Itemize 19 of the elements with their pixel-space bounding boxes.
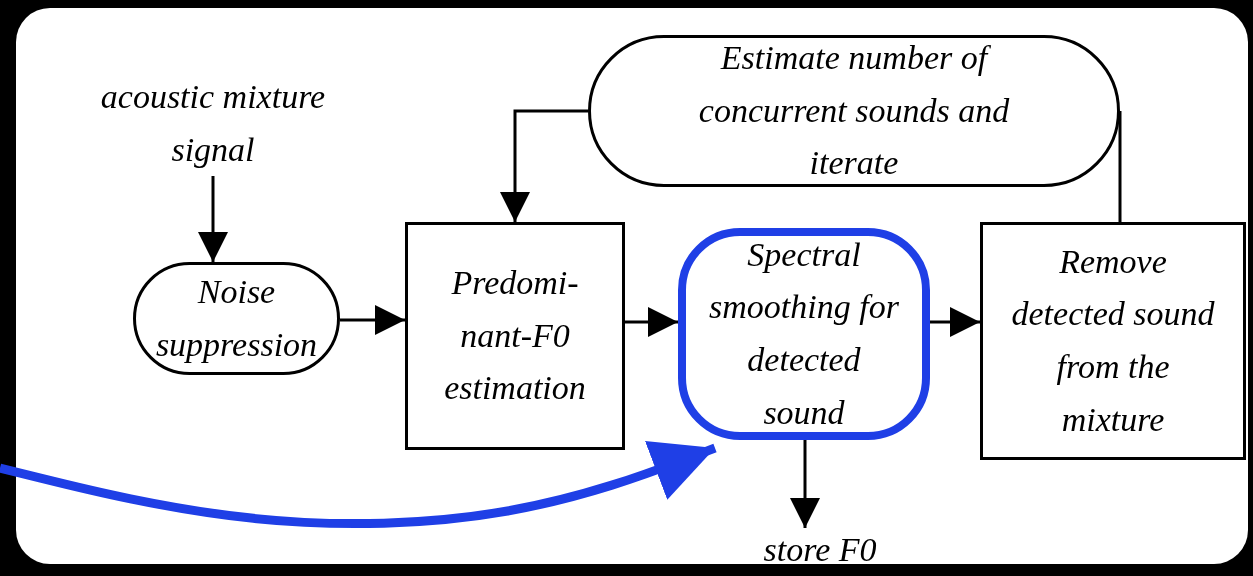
process-box: [980, 222, 1246, 460]
node-text: Remove detected sound from the mixture: [1011, 241, 1215, 440]
arrow: [198, 176, 228, 262]
arrow: [625, 307, 678, 337]
arrow: [0, 440, 717, 529]
node-text: Predomi- nant-F0 estimation: [443, 262, 587, 409]
arrow: [340, 305, 405, 335]
node-text: Noise suppression: [154, 271, 319, 365]
node-text: Estimate number of concurrent sounds and iterate: [697, 37, 1011, 184]
process-box: [405, 222, 625, 450]
connector-line: [1118, 111, 1122, 222]
process-pill: [588, 35, 1120, 187]
arrow: [930, 307, 980, 337]
node-text: Spectral smoothing for detected sound: [708, 234, 900, 433]
highlighted-process-box: [678, 228, 930, 440]
output-label: store F0: [720, 528, 920, 572]
input-label: acoustic mixture signal: [80, 72, 346, 176]
arrow: [790, 440, 820, 528]
arrow: [500, 109, 588, 222]
